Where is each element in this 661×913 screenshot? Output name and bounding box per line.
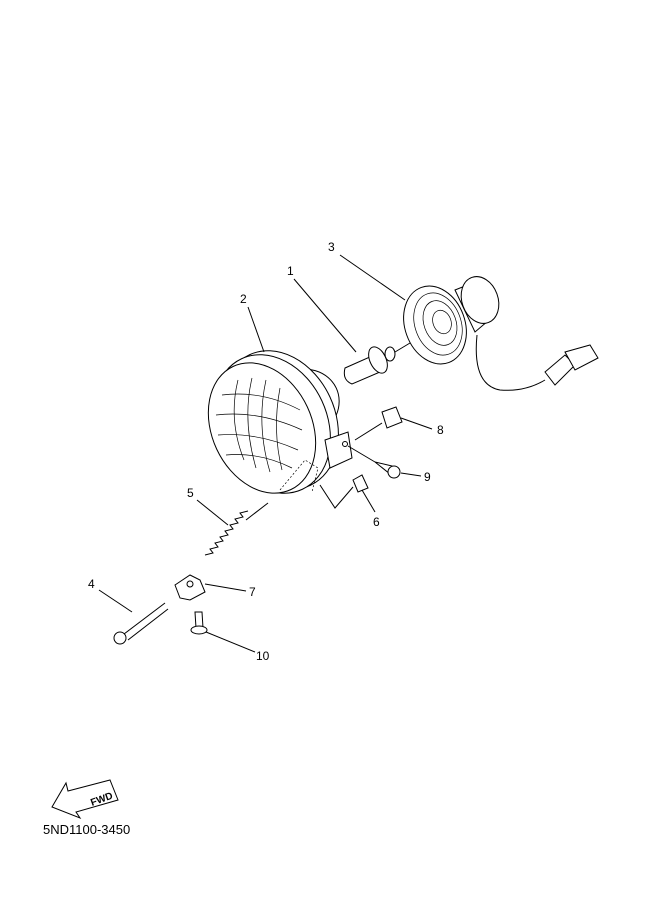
bulb-socket [403,276,599,391]
leader-lines [98,254,433,653]
fwd-arrow-icon: FWD [51,779,119,820]
headlight-unit [207,350,353,494]
callout-9: 9 [424,470,431,484]
nut-8 [381,406,403,429]
screw-9 [347,445,401,479]
spring-5 [204,502,269,556]
nut-6 [352,474,369,493]
callout-10: 10 [256,649,270,663]
screw-10 [190,611,208,635]
callout-2: 2 [240,292,247,306]
callout-7: 7 [249,585,256,599]
diagram-code: 5ND1100-3450 [43,822,130,837]
callout-5: 5 [187,486,194,500]
callout-1: 1 [287,264,294,278]
callout-8: 8 [437,423,444,437]
callout-4: 4 [88,577,95,591]
callout-6: 6 [373,515,380,529]
lens-pattern [215,377,303,473]
callout-3: 3 [328,240,335,254]
adjust-bolt-4 [113,602,169,645]
